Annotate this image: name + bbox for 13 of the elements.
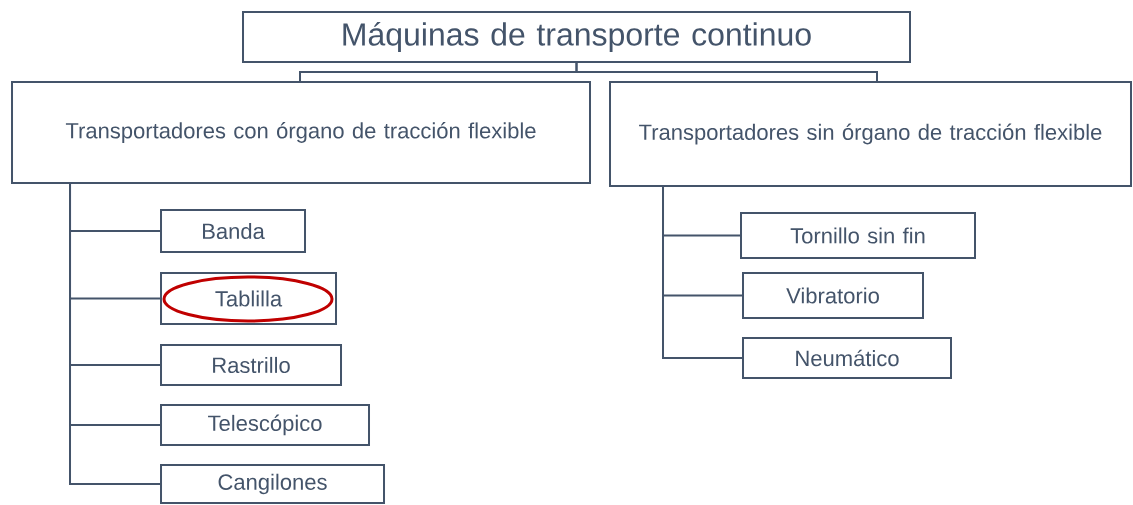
item-box: Tablilla — [160, 272, 337, 325]
item-box: Rastrillo — [160, 344, 342, 386]
category-box: Transportadores sin órgano de tracción flexible — [609, 81, 1132, 187]
connector-line — [575, 61, 878, 83]
title-box: Máquinas de transporte continuo — [242, 11, 911, 63]
item-box: Vibratorio — [742, 272, 924, 319]
item-box: Cangilones — [160, 464, 385, 504]
connector-line — [662, 185, 743, 359]
item-box: Telescópico — [160, 404, 370, 446]
item-box: Banda — [160, 209, 306, 253]
item-box: Tornillo sin fin — [740, 212, 976, 259]
item-box: Neumático — [742, 337, 952, 379]
category-box: Transportadores con órgano de tracción flexible — [11, 81, 591, 184]
